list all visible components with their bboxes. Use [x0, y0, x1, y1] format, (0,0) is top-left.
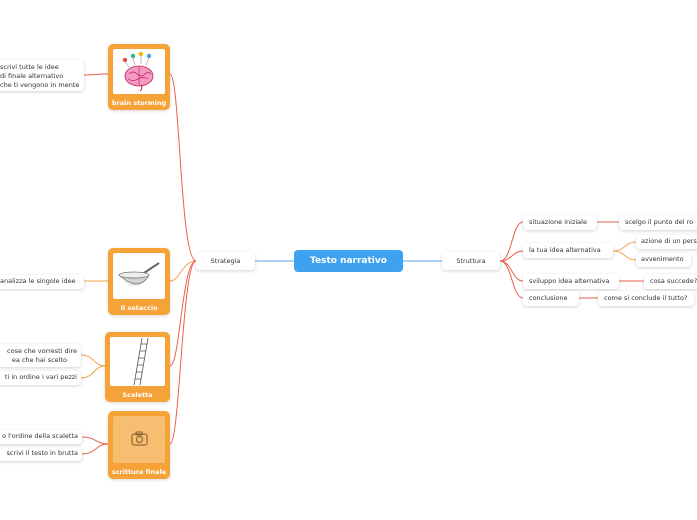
node-punto-di-rottura-label: scelgo il punto del ro — [625, 218, 694, 226]
card-setaccio-label: Il setaccio — [120, 304, 158, 312]
node-avvenimento-label: avvenimento — [641, 255, 684, 263]
central-topic-label: Testo narrativo — [310, 256, 387, 266]
node-cosa-succede-label: cosa succede? — [650, 277, 697, 285]
note-brain-line-1: scrivi tutte le idee — [0, 63, 59, 71]
note-scaletta-2[interactable]: ti in ordine i vari pezzi — [0, 371, 81, 385]
node-azione-personaggio-label: azione di un pers — [641, 237, 697, 245]
node-sviluppo-label: sviluppo idea alternativa — [529, 277, 610, 285]
node-cosa-succede[interactable]: cosa succede? — [644, 274, 697, 289]
node-situazione-iniziale-label: situazione iniziale — [529, 218, 587, 226]
branch-strategia-label: Strategia — [210, 256, 241, 265]
note-brain-line-3: che ti vengono in mente — [0, 81, 80, 89]
node-idea-alternativa-label: la tua idea alternativa — [529, 246, 601, 254]
branch-strategia[interactable]: Strategia — [196, 252, 255, 270]
node-come-si-conclude[interactable]: come si conclude il tutto? — [598, 291, 694, 306]
branch-struttura-label: Struttura — [456, 256, 486, 265]
brain-icon — [122, 51, 154, 92]
brain-image — [113, 49, 165, 94]
node-azione-personaggio[interactable]: azione di un pers — [636, 235, 697, 249]
node-avvenimento[interactable]: avvenimento — [636, 253, 691, 267]
note-finale-1-text: o l'ordine della scaletta — [2, 432, 78, 440]
sieve-icon — [117, 262, 160, 286]
note-finale-1[interactable]: o l'ordine della scaletta — [0, 430, 82, 444]
branch-struttura[interactable]: Struttura — [442, 252, 500, 270]
card-scrittura-finale[interactable]: scrittura finale — [108, 411, 170, 479]
node-idea-alternativa[interactable]: la tua idea alternativa — [523, 243, 613, 258]
node-sviluppo[interactable]: sviluppo idea alternativa — [523, 274, 619, 289]
card-brain-storming-label: brain storming — [111, 99, 167, 107]
ladder-image — [110, 337, 165, 386]
note-setaccio-text: analizza le singole idee — [0, 277, 76, 285]
note-finale-2[interactable]: scrivi il testo in brutta — [0, 447, 82, 461]
note-scaletta-1[interactable]: cose che vorresti dire ea che hai scelto — [0, 344, 81, 367]
node-conclusione[interactable]: conclusione — [523, 291, 579, 306]
sieve-image — [113, 253, 165, 299]
card-scaletta-label: Scaletta — [122, 391, 153, 399]
node-punto-di-rottura[interactable]: scelgo il punto del ro — [619, 215, 697, 230]
note-brain-line-2: di finale alternativo — [0, 72, 64, 80]
note-scaletta-1-line-1: cose che vorresti dire — [7, 347, 77, 355]
note-scaletta-2-text: ti in ordine i vari pezzi — [4, 373, 77, 381]
image-placeholder — [113, 416, 165, 463]
node-conclusione-label: conclusione — [529, 294, 568, 302]
card-setaccio[interactable]: Il setaccio — [108, 248, 170, 315]
card-brain-storming[interactable]: brain storming — [108, 44, 170, 110]
camera-icon — [131, 431, 148, 446]
note-finale-2-text: scrivi il testo in brutta — [6, 449, 78, 457]
node-situazione-iniziale[interactable]: situazione iniziale — [523, 215, 597, 230]
node-come-si-conclude-label: come si conclude il tutto? — [604, 294, 688, 302]
card-scrittura-finale-label: scrittura finale — [111, 468, 167, 476]
note-setaccio[interactable]: analizza le singole idee — [0, 275, 84, 289]
ladder-icon — [133, 337, 149, 386]
note-brain-storming[interactable]: scrivi tutte le idee di finale alternati… — [0, 60, 84, 91]
note-scaletta-1-line-2: ea che hai scelto — [11, 356, 67, 364]
central-topic[interactable]: Testo narrativo — [294, 250, 403, 272]
card-scaletta[interactable]: Scaletta — [105, 332, 170, 402]
